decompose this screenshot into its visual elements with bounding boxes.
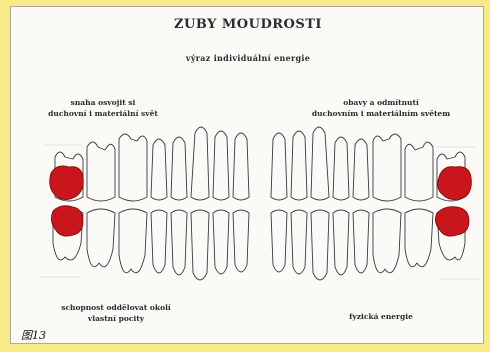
teeth-chart-card: ZUBY MOUDROSTI výraz individuální energi…: [10, 6, 484, 344]
upper-right-tooth-6: [373, 134, 401, 201]
right-upper-row: [271, 127, 465, 201]
upper-right-tooth-7: [405, 142, 433, 201]
lower-right-tooth-6: [373, 209, 401, 273]
upper-left-tooth-5: [171, 137, 187, 200]
lower-right-tooth-4: [333, 210, 349, 275]
lower-right-tooth-5: [353, 210, 369, 273]
figure-label: 图13: [21, 327, 46, 343]
left-upper-row: [55, 127, 249, 201]
wisdom-tooth-upper-left: [50, 166, 84, 200]
label-bottom-left-line-2: vlastní pocity: [41, 313, 191, 324]
lower-left-tooth-8: [233, 210, 249, 272]
lower-right-tooth-2: [291, 210, 307, 274]
chart-subtitle: výraz individuální energie: [11, 53, 485, 63]
label-top-left-line-1: snaha osvojit si: [33, 97, 173, 108]
lower-right-tooth-7: [405, 209, 433, 267]
label-top-right: obavy a odmítnutí duchovním i materiální…: [281, 97, 481, 119]
upper-left-tooth-2: [87, 142, 115, 201]
lower-right-tooth-1: [271, 210, 287, 272]
upper-right-tooth-2: [291, 131, 307, 200]
lower-left-tooth-4: [151, 210, 167, 273]
lower-left-tooth-7: [213, 210, 229, 274]
lower-left-tooth-2: [87, 209, 115, 267]
lower-left-tooth-3: [119, 209, 147, 273]
lower-left-tooth-6: [191, 210, 209, 280]
wisdom-tooth-lower-right: [435, 207, 469, 237]
upper-left-tooth-7: [213, 131, 229, 200]
upper-left-tooth-6: [191, 127, 209, 200]
upper-left-tooth-3: [119, 134, 147, 201]
upper-left-tooth-4: [151, 139, 167, 200]
upper-right-tooth-1: [271, 133, 287, 200]
lower-left-tooth-5: [171, 210, 187, 275]
label-top-right-line-1: obavy a odmítnutí: [281, 97, 481, 108]
label-bottom-left-line-1: schopnost oddělovat okolí: [41, 302, 191, 313]
lower-right-tooth-3: [311, 210, 329, 280]
dental-arch-diagram: [35, 117, 487, 292]
label-top-left: snaha osvojit si duchovní i materiální s…: [33, 97, 173, 119]
wisdom-tooth-upper-right: [438, 167, 472, 200]
wisdom-tooth-markers: [50, 166, 472, 236]
upper-left-tooth-8: [233, 133, 249, 200]
faint-callout-lines: [41, 145, 479, 279]
upper-right-tooth-5: [353, 139, 369, 200]
wisdom-tooth-lower-left: [51, 206, 83, 236]
upper-right-tooth-3: [311, 127, 329, 200]
upper-right-tooth-4: [333, 137, 349, 200]
label-bottom-right: fyzická energie: [311, 311, 451, 322]
chart-title: ZUBY MOUDROSTI: [11, 17, 485, 32]
label-bottom-left: schopnost oddělovat okolí vlastní pocity: [41, 302, 191, 324]
